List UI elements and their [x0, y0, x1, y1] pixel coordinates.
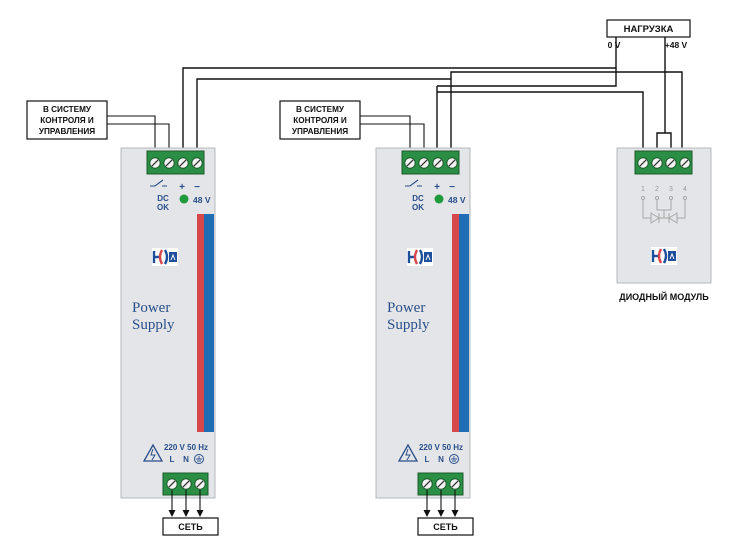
- ps-title-line-1: Power: [132, 300, 170, 316]
- minus-mark: −: [194, 182, 200, 193]
- control-label-line-3: УПРАВЛЕНИЯ: [292, 127, 348, 136]
- power-supply-2: + − DC OK 48 V Power Supply 220 V 50 Hz …: [375, 147, 471, 499]
- relay-contact-icon: [150, 179, 167, 187]
- input-rating-label: 220 V 50 Hz: [164, 443, 208, 452]
- warning-icon: [397, 443, 419, 462]
- pin-number: 2: [655, 186, 659, 193]
- ground-icon: [194, 454, 204, 464]
- terminal-screw: [166, 478, 178, 490]
- dc-label: DC: [157, 194, 169, 203]
- brand-logo: [150, 246, 180, 268]
- plus-mark: +: [179, 182, 185, 193]
- diode-module-label: ДИОДНЫЙ МОДУЛЬ: [619, 291, 709, 302]
- ground-icon: [449, 454, 459, 464]
- ps-title-line-2: Supply: [387, 317, 430, 333]
- terminal-screw: [404, 157, 416, 169]
- mains-label: СЕТЬ: [433, 522, 458, 532]
- output-voltage-label: 48 V: [193, 195, 211, 205]
- control-box-1: В СИСТЕМУ КОНТРОЛЯ И УПРАВЛЕНИЯ: [26, 100, 108, 140]
- line-l-label: L: [425, 455, 430, 464]
- terminal-screw: [449, 478, 461, 490]
- load-pos-label: +48 V: [665, 40, 688, 50]
- diode-module: 1 2 3 4: [616, 147, 712, 284]
- terminal-screw: [177, 157, 189, 169]
- status-led: [179, 194, 189, 204]
- plus-mark: +: [434, 182, 440, 193]
- relay-contact-icon: [405, 179, 422, 187]
- terminal-screw: [191, 157, 203, 169]
- status-led: [434, 194, 444, 204]
- load-label: НАГРУЗКА: [624, 24, 674, 35]
- control-label-line-1: В СИСТЕМУ: [296, 105, 345, 114]
- ps-title-line-1: Power: [387, 300, 425, 316]
- wires: [106, 37, 683, 158]
- ps-title-line-2: Supply: [132, 317, 175, 333]
- pin-number: 1: [641, 186, 645, 193]
- input-rating-label: 220 V 50 Hz: [419, 443, 463, 452]
- terminal-screw: [637, 157, 649, 169]
- stripe-red: [197, 214, 204, 432]
- diode-schematic-icon: [640, 195, 688, 224]
- mains-wires-2: СЕТЬ: [417, 490, 474, 536]
- terminal-screw: [194, 478, 206, 490]
- terminal-screw: [679, 157, 691, 169]
- terminal-screw: [149, 157, 161, 169]
- control-label-line-2: КОНТРОЛЯ И: [40, 116, 94, 125]
- line-n-label: N: [438, 455, 444, 464]
- terminal-screw: [446, 157, 458, 169]
- load-neg-label: 0 V: [608, 40, 621, 50]
- line-l-label: L: [170, 455, 175, 464]
- output-terminal: [146, 150, 205, 175]
- pin-number: 3: [669, 186, 673, 193]
- terminal-screw: [665, 157, 677, 169]
- control-label-line-3: УПРАВЛЕНИЯ: [39, 127, 95, 136]
- terminal-screw: [651, 157, 663, 169]
- ok-label: OK: [412, 203, 424, 212]
- load-block: НАГРУЗКА 0 V +48 V: [606, 19, 691, 50]
- power-supply-1: + − DC OK 48 V Power Supply 220 V 50 Hz …: [120, 147, 216, 499]
- line-n-label: N: [183, 455, 189, 464]
- output-terminal: [401, 150, 460, 175]
- minus-mark: −: [449, 182, 455, 193]
- output-voltage-label: 48 V: [448, 195, 466, 205]
- stripe-blue: [459, 214, 469, 432]
- terminal-screw: [163, 157, 175, 169]
- terminal-screw: [418, 157, 430, 169]
- warning-icon: [142, 443, 164, 462]
- control-label-line-1: В СИСТЕМУ: [43, 105, 92, 114]
- pin-number: 4: [683, 186, 687, 193]
- terminal-screw: [421, 478, 433, 490]
- dc-label: DC: [412, 194, 424, 203]
- control-label-line-2: КОНТРОЛЯ И: [293, 116, 347, 125]
- mains-label: СЕТЬ: [178, 522, 203, 532]
- diode-terminal: [634, 150, 693, 175]
- brand-logo: [405, 246, 435, 268]
- control-box-2: В СИСТЕМУ КОНТРОЛЯ И УПРАВЛЕНИЯ: [279, 100, 361, 140]
- mains-wires-1: СЕТЬ: [162, 490, 219, 536]
- terminal-screw: [432, 157, 444, 169]
- terminal-screw: [180, 478, 192, 490]
- brand-logo: [649, 245, 679, 267]
- ok-label: OK: [157, 203, 169, 212]
- terminal-screw: [435, 478, 447, 490]
- stripe-red: [452, 214, 459, 432]
- stripe-blue: [204, 214, 214, 432]
